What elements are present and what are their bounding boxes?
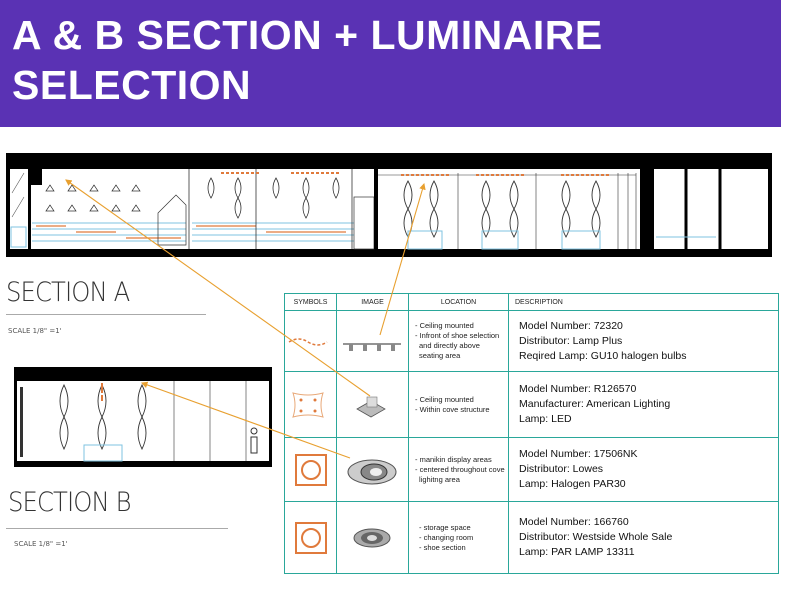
section-b-label: SECTION B: [8, 487, 131, 518]
section-a-rule: [6, 314, 206, 315]
adjustable-downlight-image-icon: [336, 437, 409, 502]
section-a-drawing: [6, 153, 772, 257]
row4-description: Model Number: 166760 Distributor: Westsi…: [508, 501, 779, 574]
section-a-scale: SCALE 1/8" =1': [8, 327, 62, 335]
row2-location: - Ceiling mounted - Within cove structur…: [408, 371, 509, 438]
table-row: - manikin display areas - centered throu…: [284, 437, 779, 502]
row4-location: - storage space - changing room - shoe s…: [408, 501, 509, 574]
track-light-image-icon: [336, 310, 409, 372]
header-description: DESCRIPTION: [508, 293, 779, 311]
table-row: - Ceiling mounted - Infront of shoe sele…: [284, 310, 779, 372]
cove-light-image-icon: [336, 371, 409, 438]
section-b-drawing: [14, 367, 272, 467]
header-symbols: SYMBOLS: [284, 293, 337, 311]
table-row: - Ceiling mounted - Within cove structur…: [284, 371, 779, 438]
row3-location: - manikin display areas - centered throu…: [408, 437, 509, 502]
row1-description: Model Number: 72320 Distributor: Lamp Pl…: [508, 310, 779, 372]
page-title: A & B SECTION + LUMINAIRE SELECTION: [12, 12, 603, 108]
table-row: - storage space - changing room - shoe s…: [284, 501, 779, 574]
row3-description: Model Number: 17506NK Distributor: Lowes…: [508, 437, 779, 502]
header-location: LOCATION: [408, 293, 509, 311]
recessed-downlight-symbol-icon: [284, 501, 337, 574]
section-b-scale: SCALE 1/8" =1': [14, 540, 68, 548]
track-light-symbol-icon: [284, 310, 337, 372]
header-image: IMAGE: [336, 293, 409, 311]
title-banner: A & B SECTION + LUMINAIRE SELECTION: [0, 0, 781, 127]
row1-location: - Ceiling mounted - Infront of shoe sele…: [408, 310, 509, 372]
cove-light-symbol-icon: [284, 371, 337, 438]
recessed-adjustable-symbol-icon: [284, 437, 337, 502]
recessed-downlight-image-icon: [336, 501, 409, 574]
section-b-rule: [6, 528, 228, 529]
table-header-row: SYMBOLS IMAGE LOCATION DESCRIPTION: [284, 293, 779, 311]
row2-description: Model Number: R126570 Manufacturer: Amer…: [508, 371, 779, 438]
luminaire-table: SYMBOLS IMAGE LOCATION DESCRIPTION - Cei…: [284, 293, 779, 574]
section-a-label: SECTION A: [6, 277, 130, 308]
